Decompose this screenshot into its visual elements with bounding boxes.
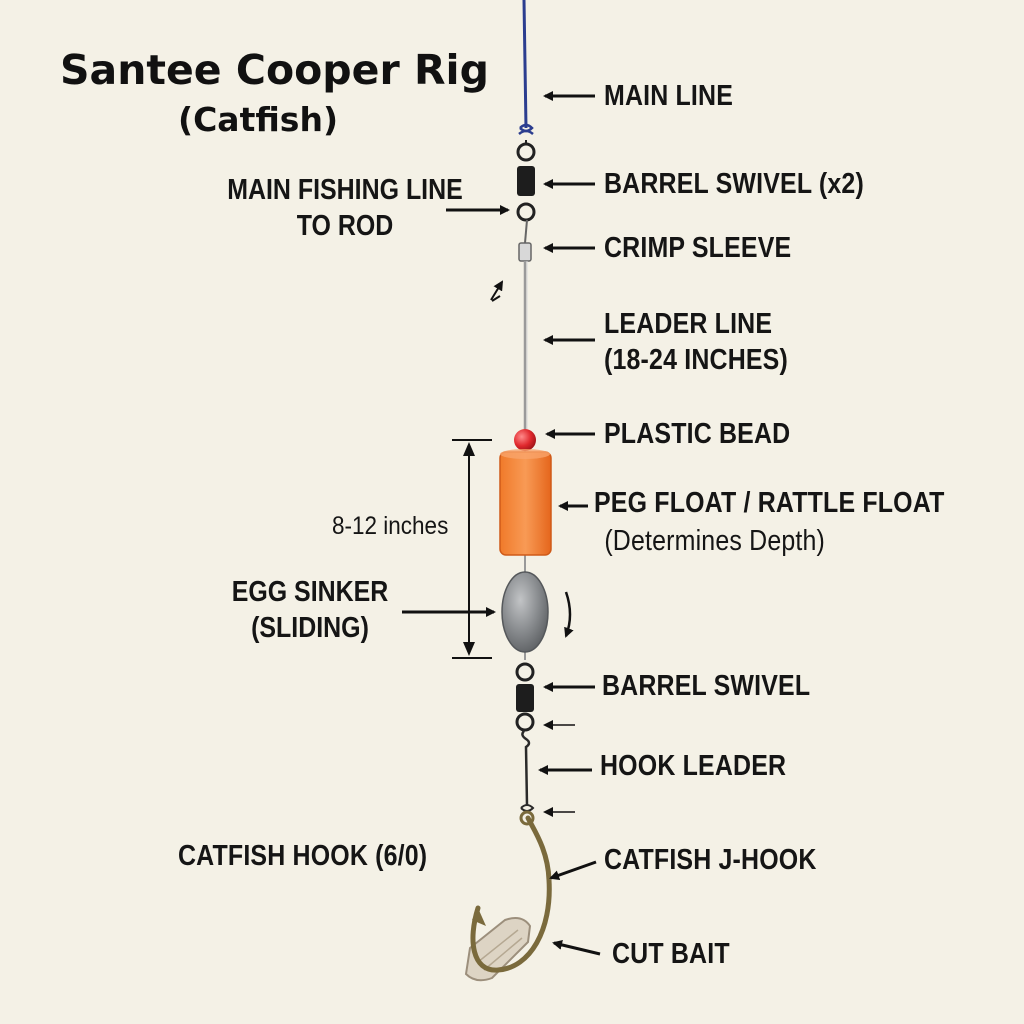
hook-leader	[521, 730, 531, 806]
label-main-line: MAIN LINE	[604, 80, 734, 112]
sliding-arrow	[564, 591, 574, 638]
peg-float	[499, 449, 552, 556]
bottom-barrel-swivel	[515, 662, 535, 732]
label-leader-line-1: LEADER LINE	[604, 308, 773, 340]
label-main-fishing-line-2: TO ROD	[296, 210, 394, 242]
main-line	[522, 0, 528, 129]
label-leader-line: LEADER LINE (18-24 INCHES)	[604, 306, 788, 378]
diagram-subtitle: (Catfish)	[178, 100, 339, 139]
label-egg-sinker-2: (SLIDING)	[251, 612, 369, 644]
top-barrel-swivel	[516, 140, 536, 222]
label-main-fishing-line: MAIN FISHING LINE TO ROD	[203, 172, 487, 244]
measurement-bracket	[452, 439, 492, 659]
label-barrel-swivel: BARREL SWIVEL	[602, 670, 811, 702]
j-hook	[470, 815, 552, 973]
label-plastic-bead: PLASTIC BEAD	[604, 418, 791, 450]
plastic-bead	[514, 429, 536, 451]
label-peg-float-1: PEG FLOAT / RATTLE FLOAT	[594, 487, 945, 519]
label-hook-leader: HOOK LEADER	[600, 750, 787, 782]
label-egg-sinker: EGG SINKER (SLIDING)	[190, 574, 431, 646]
label-catfish-hook: CATFISH HOOK (6/0)	[178, 840, 428, 872]
label-barrel-swivel-x2: BARREL SWIVEL (x2)	[604, 168, 864, 200]
label-egg-sinker-1: EGG SINKER	[231, 576, 389, 608]
label-catfish-j-hook: CATFISH J-HOOK	[604, 844, 817, 876]
label-measurement: 8-12 inches	[332, 512, 449, 540]
line-knot	[518, 123, 534, 135]
label-peg-float-2: (Determines Depth)	[604, 525, 826, 557]
label-leader-line-2: (18-24 INCHES)	[604, 344, 788, 376]
diagram-title: Santee Cooper Rig	[60, 46, 489, 94]
label-cut-bait: CUT BAIT	[612, 938, 730, 970]
crimp-sleeve	[518, 242, 532, 262]
label-crimp-sleeve: CRIMP SLEEVE	[604, 232, 792, 264]
label-peg-float: PEG FLOAT / RATTLE FLOAT (Determines Dep…	[594, 484, 944, 560]
egg-sinker	[501, 571, 549, 653]
label-main-fishing-line-1: MAIN FISHING LINE	[227, 174, 463, 206]
label-arrows	[402, 91, 601, 956]
